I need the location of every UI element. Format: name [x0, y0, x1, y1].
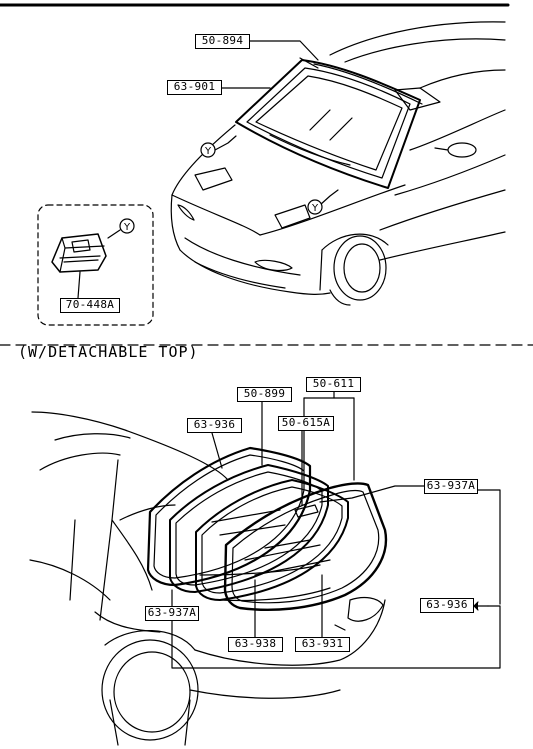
hardtop-weatherstrips — [146, 446, 388, 611]
callout-70-448A[interactable]: 70-448A — [60, 298, 120, 313]
callout-50-899[interactable]: 50-899 — [237, 387, 292, 402]
car-rear-illustration — [29, 411, 386, 746]
y-marker-windshield-left: Y — [200, 142, 216, 158]
callout-63-901[interactable]: 63-901 — [167, 80, 222, 95]
section-label-detachable-top: (W/DETACHABLE TOP) — [18, 343, 199, 361]
y-marker-windshield-bottom: Y — [307, 199, 323, 215]
callout-63-937A-right[interactable]: 63-937A — [424, 479, 478, 494]
y-marker-inset: Y — [119, 218, 135, 234]
callout-63-936-right[interactable]: 63-936 — [420, 598, 474, 613]
callout-63-931[interactable]: 63-931 — [295, 637, 350, 652]
callout-50-894[interactable]: 50-894 — [195, 34, 250, 49]
callout-63-937A-left[interactable]: 63-937A — [145, 606, 199, 621]
bracket-part — [51, 233, 107, 299]
car-front-illustration — [170, 21, 506, 306]
callout-50-615A[interactable]: 50-615A — [278, 416, 334, 431]
svg-text:Y: Y — [123, 222, 131, 233]
windshield — [235, 57, 423, 189]
svg-text:Y: Y — [311, 203, 319, 214]
callout-50-611[interactable]: 50-611 — [306, 377, 361, 392]
inset-dashed-box — [37, 204, 154, 326]
svg-text:Y: Y — [204, 146, 212, 157]
callout-63-938[interactable]: 63-938 — [228, 637, 283, 652]
leader-lines-lower — [171, 390, 501, 669]
callout-63-936-top[interactable]: 63-936 — [187, 418, 242, 433]
leader-lines-upper — [107, 40, 339, 239]
